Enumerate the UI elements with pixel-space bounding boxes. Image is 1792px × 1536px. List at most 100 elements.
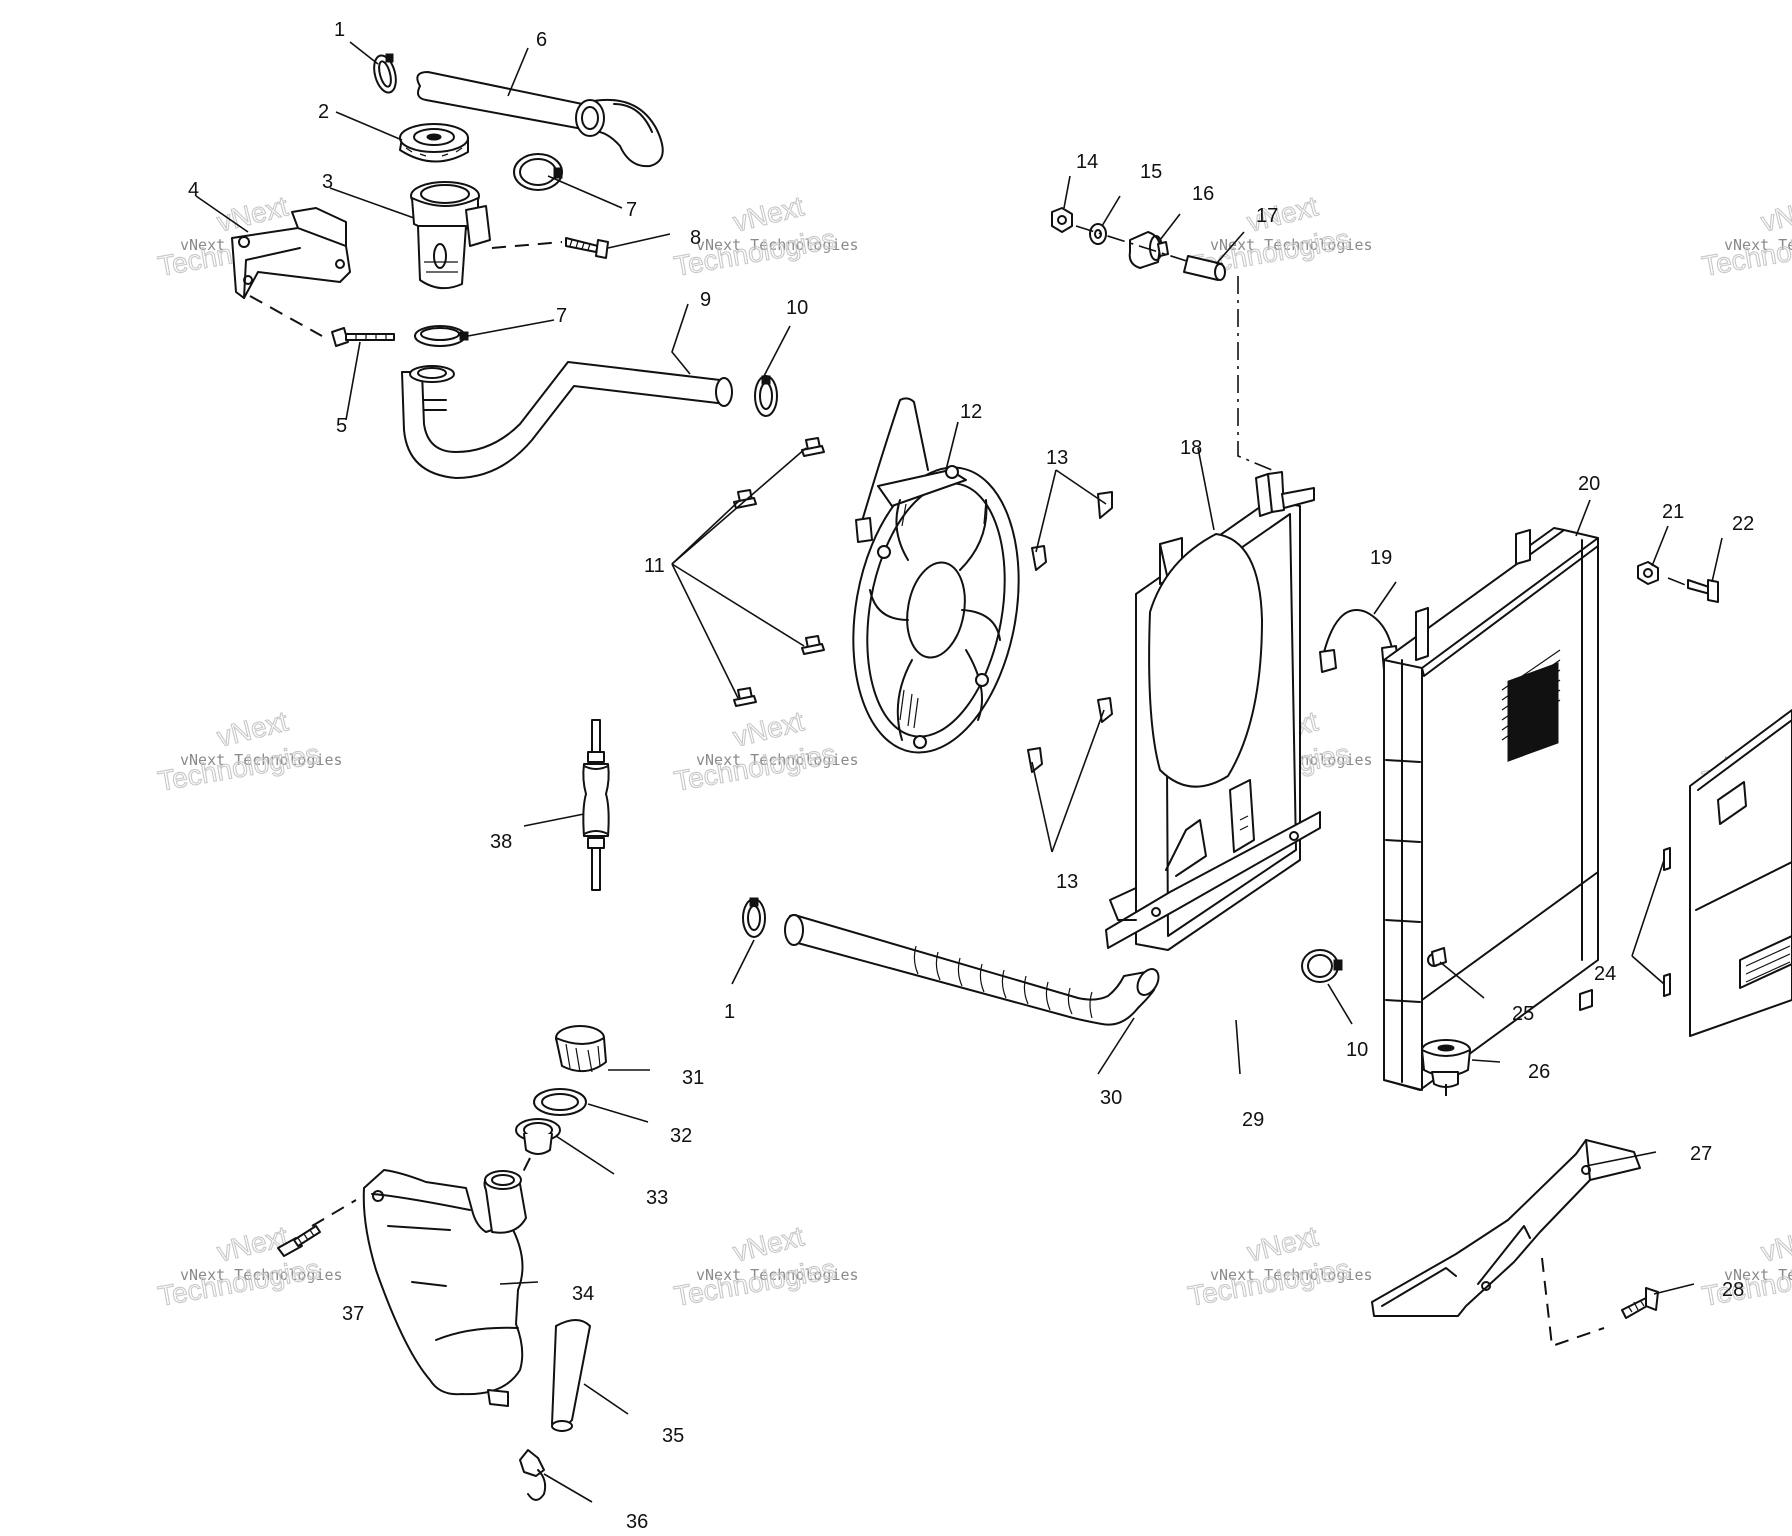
screw-part-8 — [565, 237, 609, 259]
spacer-part-17 — [1183, 255, 1226, 281]
nut-part-14 — [1051, 207, 1073, 233]
hose-clamp-part-7b — [414, 325, 469, 347]
callout-30: 30 — [1100, 1087, 1122, 1109]
callout-35: 35 — [662, 1425, 684, 1447]
svg-text:vNext Technologies: vNext Technologies — [696, 751, 859, 769]
callout-26: 26 — [1528, 1061, 1550, 1083]
callout-10: 10 — [786, 297, 808, 319]
lower-hose-part-29-30 — [784, 914, 1160, 1026]
washer-part-15 — [1089, 223, 1107, 245]
nut-part-21 — [1637, 561, 1659, 585]
callout-34: 34 — [572, 1283, 594, 1305]
callout-18: 18 — [1180, 437, 1202, 459]
o-ring-part-32 — [533, 1088, 587, 1116]
callout-1: 1 — [334, 19, 345, 41]
svg-text:vNext Technologies: vNext Technologies — [180, 1266, 343, 1284]
callout-17: 17 — [1256, 205, 1278, 227]
svg-text:vNext Technologies: vNext Technologies — [1210, 236, 1373, 254]
fastener-part-11c — [801, 635, 825, 655]
callout-10b: 10 — [1346, 1039, 1368, 1061]
hose-clamp-part-1b — [742, 897, 766, 938]
callout-22: 22 — [1732, 513, 1754, 535]
svg-text:vNext Technologies: vNext Technologies — [1724, 236, 1792, 254]
svg-text:vNext Technologies: vNext Technologies — [180, 751, 343, 769]
watermark: vNext vNext Technologies Technologies — [155, 705, 343, 798]
screen-panel-part-24 — [1663, 709, 1792, 1037]
callout-14: 14 — [1076, 151, 1098, 173]
callout-8: 8 — [690, 227, 701, 249]
callout-27: 27 — [1690, 1143, 1712, 1165]
svg-text:vNext: vNext — [1758, 190, 1792, 237]
bolt-part-22 — [1687, 579, 1719, 603]
callout-31: 31 — [682, 1067, 704, 1089]
callout-7: 7 — [626, 199, 637, 221]
callout-15: 15 — [1140, 161, 1162, 183]
callout-13a: 13 — [1046, 447, 1068, 469]
isolator-part-38 — [582, 719, 610, 891]
drain-plug-part-26 — [1421, 1039, 1471, 1088]
overflow-hose-part-35 — [551, 1319, 591, 1432]
fastener-part-11b — [733, 489, 757, 509]
leader-lines — [195, 41, 1723, 1503]
callout-33: 33 — [646, 1187, 668, 1209]
callout-16: 16 — [1192, 183, 1214, 205]
svg-text:vNext Technologies: vNext Technologies — [1210, 1266, 1373, 1284]
drain-part-25 — [1431, 947, 1447, 967]
strainer-part-33 — [515, 1118, 561, 1155]
radiator-cap-part-2 — [399, 123, 469, 163]
callout-19: 19 — [1370, 547, 1392, 569]
callout-20: 20 — [1578, 473, 1600, 495]
callout-3: 3 — [322, 171, 333, 193]
callout-21: 21 — [1662, 501, 1684, 523]
callout-1b: 1 — [724, 1001, 735, 1023]
callout-4: 4 — [188, 179, 199, 201]
callout-11: 11 — [644, 555, 665, 577]
callout-5: 5 — [336, 415, 347, 437]
hose-clamp-part-10 — [754, 375, 778, 417]
bracket-part-4 — [231, 207, 351, 299]
hose-clamp-part-36 — [519, 1449, 547, 1501]
callout-38: 38 — [490, 831, 512, 853]
callout-7b: 7 — [556, 305, 567, 327]
svg-text:vNext Technologies: vNext Technologies — [696, 236, 859, 254]
callout-32: 32 — [670, 1125, 692, 1147]
filler-neck-part-3 — [410, 181, 491, 290]
svg-text:vNext Technologies: vNext Technologies — [1724, 1266, 1792, 1284]
callout-labels: 1 2 3 4 5 6 7 7 8 9 10 11 12 13 13 14 15… — [188, 19, 1754, 1533]
hose-clamp-part-7 — [513, 153, 563, 191]
radiator-part-20 — [1383, 527, 1599, 1091]
coolant-pipe-part-9 — [401, 361, 733, 479]
watermark: vNext vNext Technologies Technologies — [1699, 1220, 1792, 1313]
fastener-part-11 — [801, 437, 825, 457]
svg-text:vNext Technologies: vNext Technologies — [696, 1266, 859, 1284]
cooling-fan-part-12 — [852, 397, 1020, 754]
coolant-reservoir-part-34 — [362, 1169, 527, 1407]
callout-2: 2 — [318, 101, 329, 123]
callout-24: 24 — [1594, 963, 1616, 985]
hose-clamp-part-10b — [1301, 949, 1343, 983]
svg-text:vNext: vNext — [1758, 1220, 1792, 1267]
bolt-part-37 — [277, 1225, 321, 1257]
clip-part-13 — [1027, 491, 1113, 773]
reservoir-cap-part-31 — [555, 1025, 607, 1073]
callout-13b: 13 — [1056, 871, 1078, 893]
callout-29: 29 — [1242, 1109, 1264, 1131]
screw-part-28 — [1621, 1287, 1659, 1319]
watermark: vNext vNext Technologies Technologies — [1185, 1220, 1373, 1313]
upper-hose-part-6 — [416, 71, 664, 168]
grommet-part-16 — [1128, 231, 1169, 269]
callout-37: 37 — [342, 1303, 364, 1325]
assembly-lines — [249, 225, 1689, 1348]
callout-36: 36 — [626, 1511, 648, 1533]
callout-6: 6 — [536, 29, 547, 51]
fan-shroud-part-18 — [1105, 471, 1321, 951]
hose-clamp-part-1 — [373, 53, 397, 94]
callout-25: 25 — [1512, 1003, 1534, 1025]
watermark: vNext vNext Technologies Technologies — [671, 705, 859, 798]
callout-9: 9 — [700, 289, 711, 311]
callout-28: 28 — [1722, 1279, 1744, 1301]
watermark: vNext vNext Technologies Technologies — [671, 1220, 859, 1313]
bolt-part-5 — [331, 327, 395, 347]
watermark: vNext vNext Technologies Technologies — [1699, 190, 1792, 283]
